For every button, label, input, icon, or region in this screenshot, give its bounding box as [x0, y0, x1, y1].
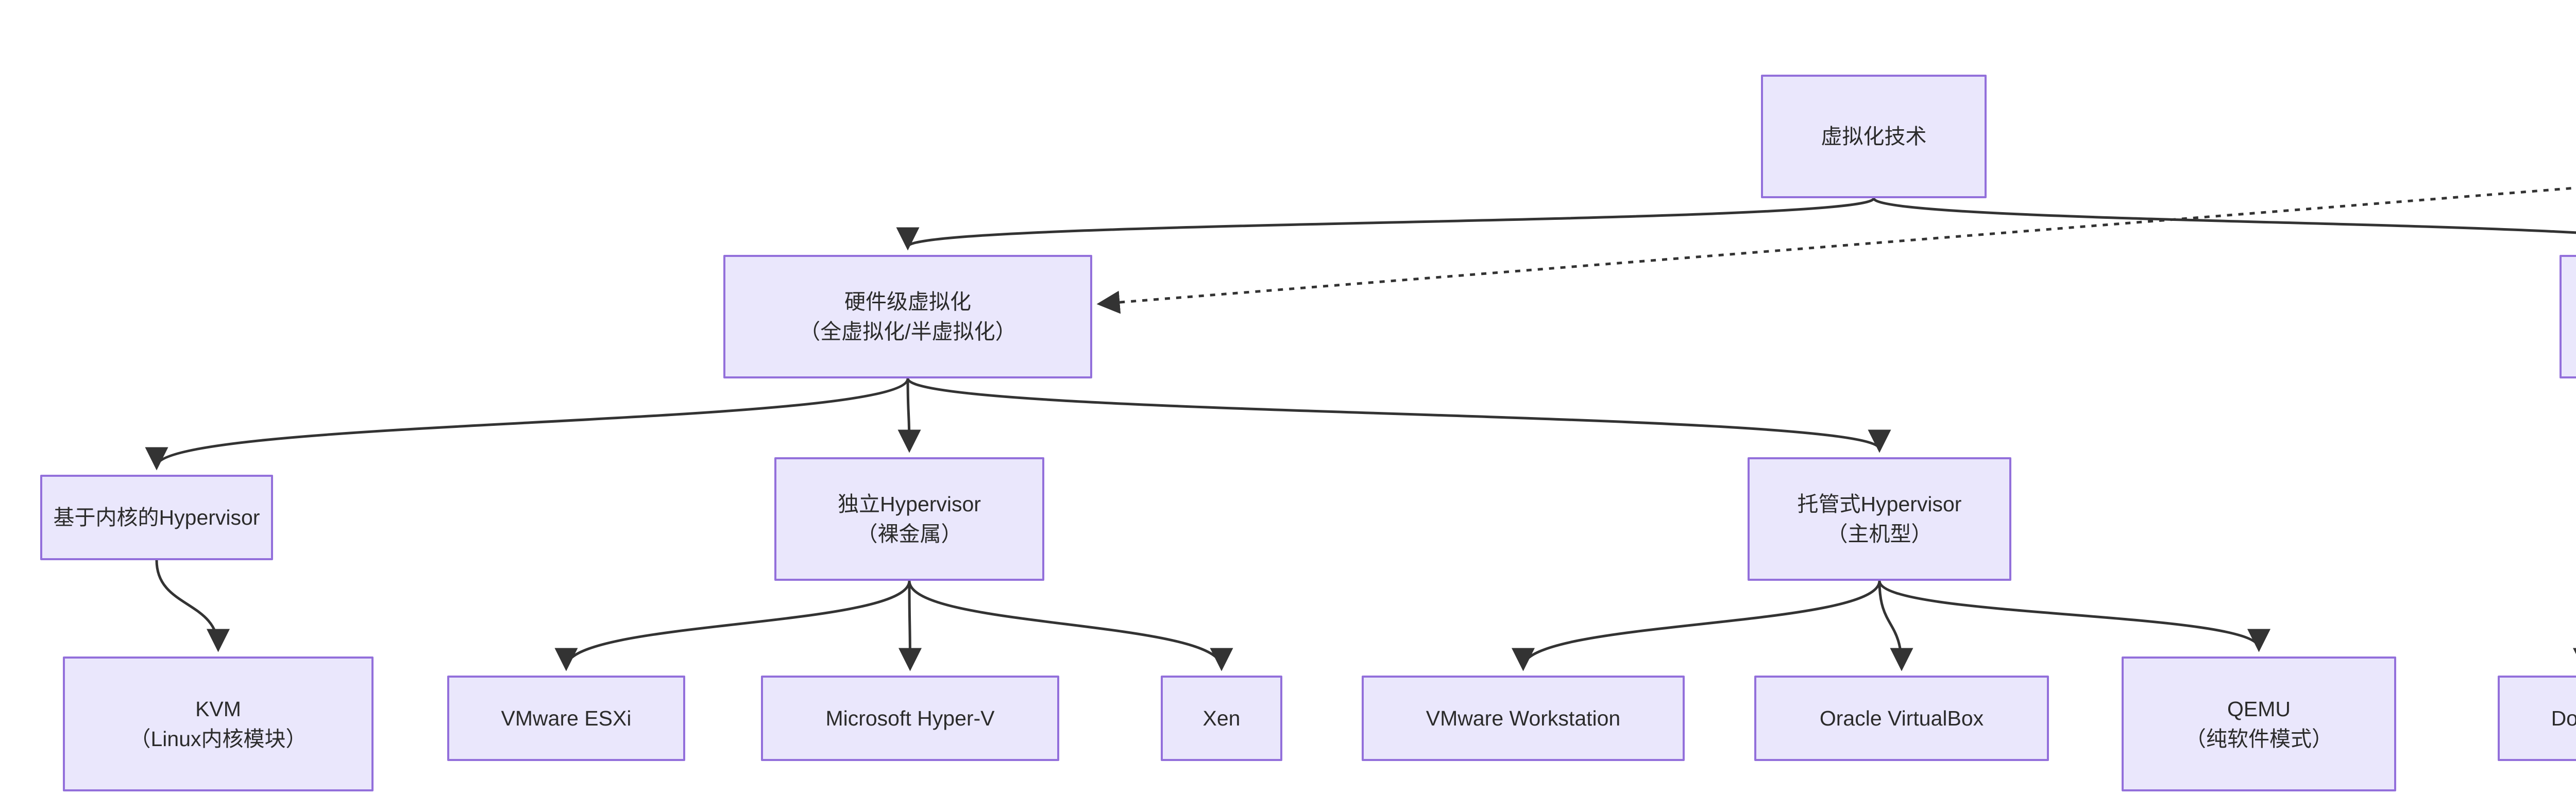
node-hosted-hv[interactable]: 托管式Hypervisor （主机型） [1748, 457, 2011, 581]
edge-bare-metal-to-xen [908, 580, 1233, 671]
node-label-primary: 硬件级虚拟化 [844, 289, 971, 314]
edge-hosted-hv-to-vmware-ws [1512, 580, 1881, 671]
node-label-primary: 虚拟化技术 [1821, 124, 1927, 148]
edge-hosted-hv-to-virtualbox [1878, 580, 1913, 671]
node-kernel-hv[interactable]: 基于内核的Hypervisor [40, 475, 273, 560]
node-root[interactable]: 虚拟化技术 [1761, 75, 1987, 198]
node-label-primary: VMware ESXi [501, 706, 632, 730]
edge-bare-metal-to-hyperv [898, 580, 922, 671]
edge-bare-metal-to-esxi [554, 580, 911, 671]
edge-hw-virt-to-kernel-hv [145, 378, 909, 471]
node-label-secondary: （纯软件模式） [2185, 727, 2333, 751]
node-label-primary: VMware Workstation [1426, 706, 1621, 730]
node-label-primary: Xen [1202, 706, 1241, 730]
node-label-primary: 独立Hypervisor [838, 492, 981, 516]
node-label-primary: Oracle VirtualBox [1819, 706, 1984, 730]
node-esxi[interactable]: VMware ESXi [447, 676, 685, 761]
node-docker[interactable]: Docker [2498, 676, 2576, 761]
node-hyperv[interactable]: Microsoft Hyper-V [761, 676, 1059, 761]
node-vmware-ws[interactable]: VMware Workstation [1362, 676, 1685, 761]
node-hw-virt[interactable]: 硬件级虚拟化 （全虚拟化/半虚拟化） [723, 255, 1092, 378]
edge-hw-virt-to-hosted-hv [906, 377, 1891, 453]
node-xen[interactable]: Xen [1161, 676, 1282, 761]
edge-hw-virt-to-bare-metal [897, 378, 921, 453]
node-label-secondary: （Linux内核模块） [129, 727, 307, 751]
node-label-primary: KVM [195, 697, 241, 721]
node-kvm[interactable]: KVM （Linux内核模块） [63, 656, 374, 791]
node-label-primary: Microsoft Hyper-V [825, 706, 995, 730]
node-label-primary: QEMU [2227, 697, 2291, 721]
edge-paths [145, 186, 2576, 671]
node-label-primary: 基于内核的Hypervisor [53, 505, 260, 529]
node-os-virt[interactable]: 操作系统级虚拟化（容器化） [2560, 255, 2576, 378]
node-virtualbox[interactable]: Oracle VirtualBox [1754, 676, 2049, 761]
edge-root-to-hw-virt [896, 197, 1875, 251]
node-label-secondary: （全虚拟化/半虚拟化） [799, 320, 1016, 343]
edge-kernel-hv-to-kvm [155, 560, 230, 652]
edge-root-to-os-virt [1872, 197, 2576, 234]
node-label-secondary: （裸金属） [856, 522, 962, 546]
edge-hosted-hv-to-qemu [1878, 580, 2270, 652]
node-label-secondary: （主机型） [1826, 522, 1933, 546]
node-label-primary: 托管式Hypervisor [1797, 492, 1962, 516]
node-qemu[interactable]: QEMU （纯软件模式） [2122, 656, 2396, 791]
node-bare-metal[interactable]: 独立Hypervisor （裸金属） [774, 457, 1044, 581]
node-label-primary: Docker [2551, 706, 2576, 730]
